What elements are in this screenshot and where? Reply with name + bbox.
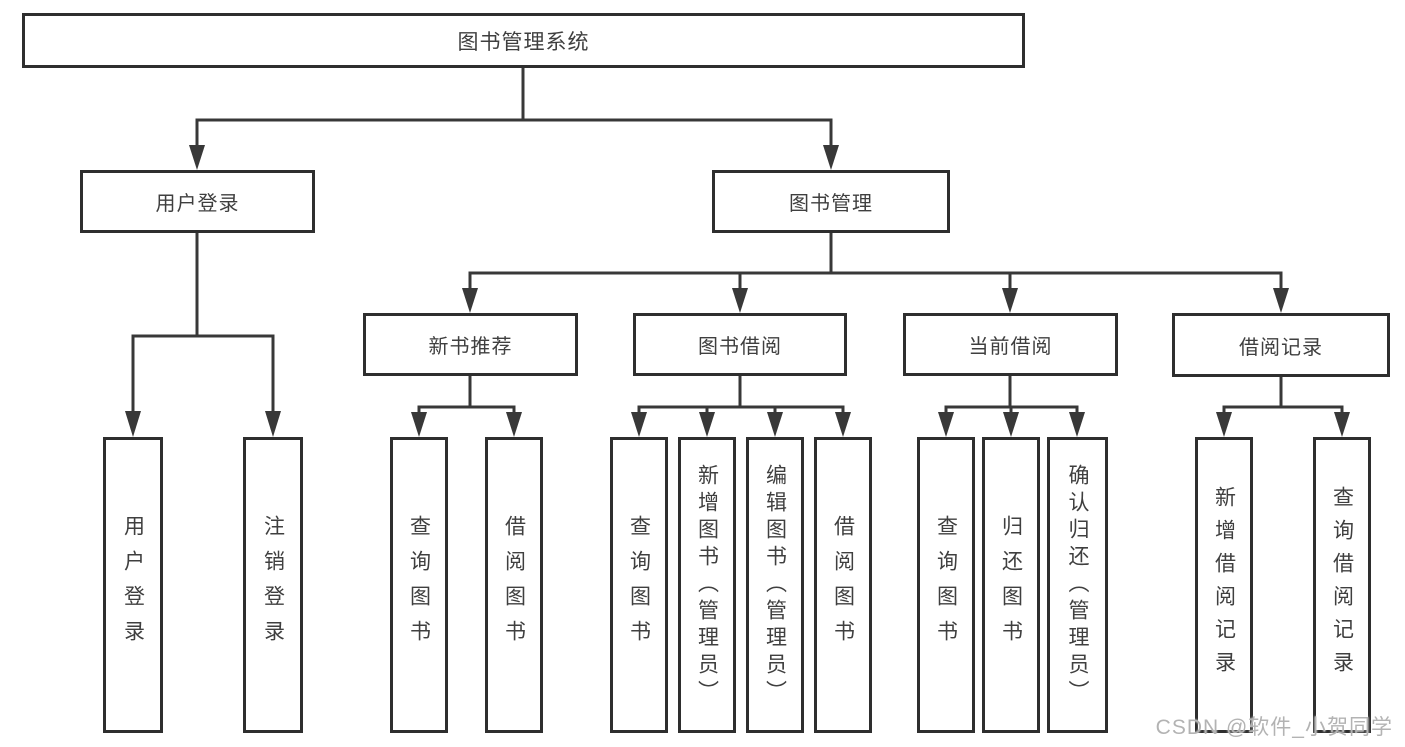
leaf-return-books: 归还图书	[982, 437, 1040, 733]
leaf-add-books-admin: 新增图书（管理员）	[678, 437, 736, 733]
leaf-return-books-label: 归还图书	[999, 515, 1023, 655]
node-new-book-recommend: 新书推荐	[363, 313, 578, 376]
node-book-borrowing: 图书借阅	[633, 313, 847, 376]
leaf-logout-label: 注销登录	[261, 515, 285, 655]
leaf-confirm-return-admin-label: 确认归还（管理员）	[1066, 463, 1089, 707]
leaf-add-borrow-record-label: 新增借阅记录	[1212, 486, 1236, 684]
leaf-query-books-borrow-label: 查询图书	[627, 515, 651, 655]
leaf-query-books-current: 查询图书	[917, 437, 975, 733]
node-user-login: 用户登录	[80, 170, 315, 233]
leaf-query-books-recommend: 查询图书	[390, 437, 448, 733]
leaf-query-borrow-record: 查询借阅记录	[1313, 437, 1371, 733]
leaf-query-books-current-label: 查询图书	[934, 515, 958, 655]
node-book-management: 图书管理	[712, 170, 950, 233]
arrowheads	[125, 145, 1350, 437]
leaf-user-login: 用户登录	[103, 437, 163, 733]
node-library-management-system: 图书管理系统	[22, 13, 1025, 68]
leaf-query-borrow-record-label: 查询借阅记录	[1330, 486, 1354, 684]
leaf-add-books-admin-label: 新增图书（管理员）	[695, 463, 719, 707]
csdn-watermark: CSDN @软件_小贺同学	[1155, 716, 1393, 739]
leaf-logout: 注销登录	[243, 437, 303, 733]
leaf-edit-books-admin: 编辑图书（管理员）	[746, 437, 804, 733]
leaf-confirm-return-admin: 确认归还（管理员）	[1047, 437, 1108, 733]
leaf-borrow-books-recommend: 借阅图书	[485, 437, 543, 733]
leaf-edit-books-admin-label: 编辑图书（管理员）	[763, 463, 787, 707]
node-current-borrowing: 当前借阅	[903, 313, 1118, 376]
leaf-query-books-recommend-label: 查询图书	[407, 515, 431, 655]
leaf-borrow-books-label: 借阅图书	[831, 515, 855, 655]
leaf-add-borrow-record: 新增借阅记录	[1195, 437, 1253, 733]
node-borrowing-records: 借阅记录	[1172, 313, 1390, 377]
leaf-query-books-borrow: 查询图书	[610, 437, 668, 733]
leaf-user-login-label: 用户登录	[121, 515, 145, 655]
leaf-borrow-books: 借阅图书	[814, 437, 872, 733]
leaf-borrow-books-recommend-label: 借阅图书	[502, 515, 526, 655]
